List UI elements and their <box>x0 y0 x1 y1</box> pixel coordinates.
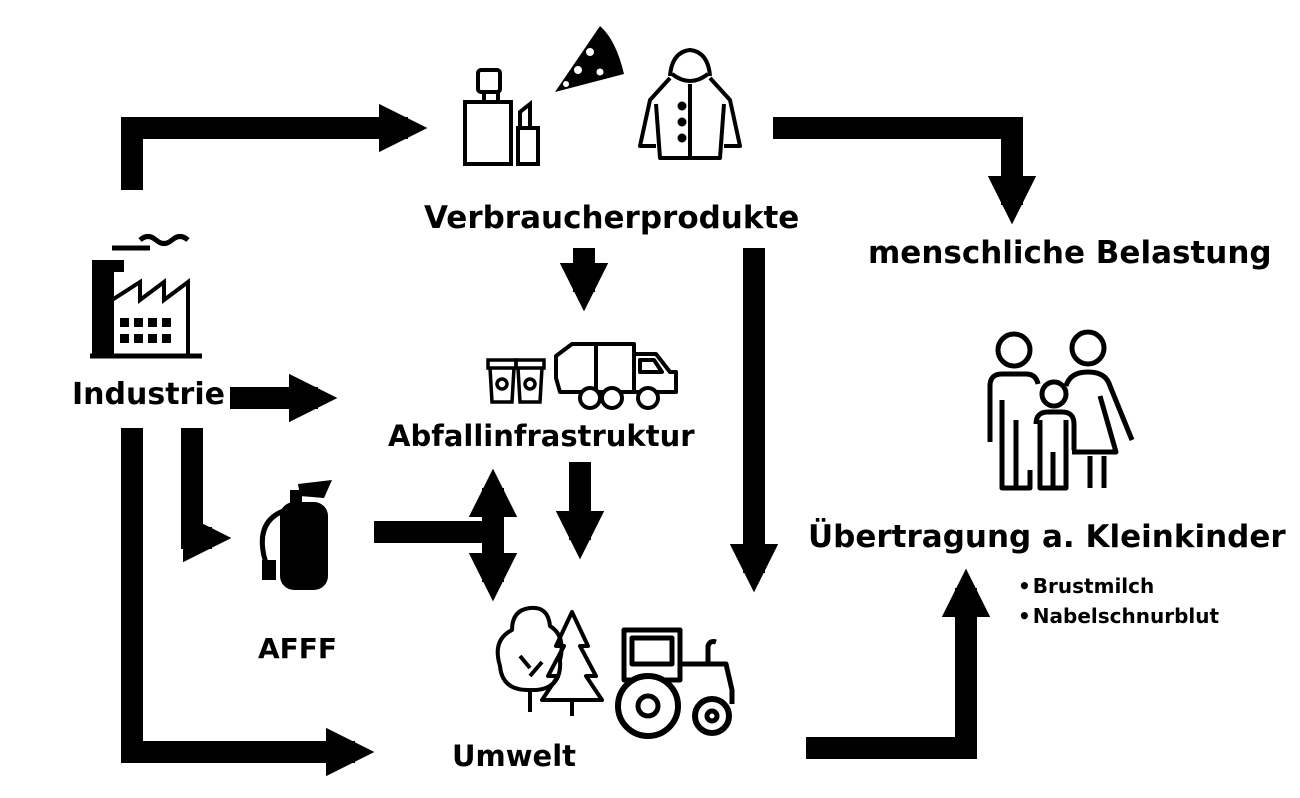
arrow-consumer-products-to-human-exposure <box>773 117 1037 225</box>
lipstick-icon <box>516 99 540 166</box>
recycling-bins-icon <box>486 358 546 404</box>
infant-transfer-list: Brustmilch Nabelschnurblut <box>1018 576 1219 636</box>
garbage-truck-icon <box>554 342 678 410</box>
tractor-icon <box>615 627 735 739</box>
list-item-cord-blood: Nabelschnurblut <box>1018 606 1219 626</box>
label-afff: AFFF <box>258 632 338 665</box>
cosmetics-bottle-icon <box>463 68 513 166</box>
label-industry: Industrie <box>72 377 225 412</box>
rain-jacket-icon <box>638 48 742 160</box>
pine-tree-icon <box>540 610 604 716</box>
arrow-industry-to-afff <box>181 428 232 563</box>
list-item-breast-milk: Brustmilch <box>1018 576 1219 596</box>
deciduous-tree-icon <box>495 605 564 712</box>
arrow-environment-to-infant-transfer <box>806 568 991 759</box>
arrow-industry-to-consumer-products <box>121 103 428 190</box>
label-environment: Umwelt <box>452 739 577 773</box>
arrow-industry-to-environment <box>121 428 375 777</box>
pizza-slice-icon <box>555 26 624 92</box>
family-icon <box>987 329 1135 491</box>
fire-extinguisher-icon <box>259 480 332 590</box>
label-waste-infrastructure: Abfallinfrastruktur <box>388 419 695 453</box>
factory-icon <box>90 234 202 359</box>
label-human-exposure: menschliche Belastung <box>868 235 1272 271</box>
label-consumer-products: Verbraucherprodukte <box>424 200 800 236</box>
label-infant-transfer: Übertragung a. Kleinkinder <box>808 519 1286 555</box>
